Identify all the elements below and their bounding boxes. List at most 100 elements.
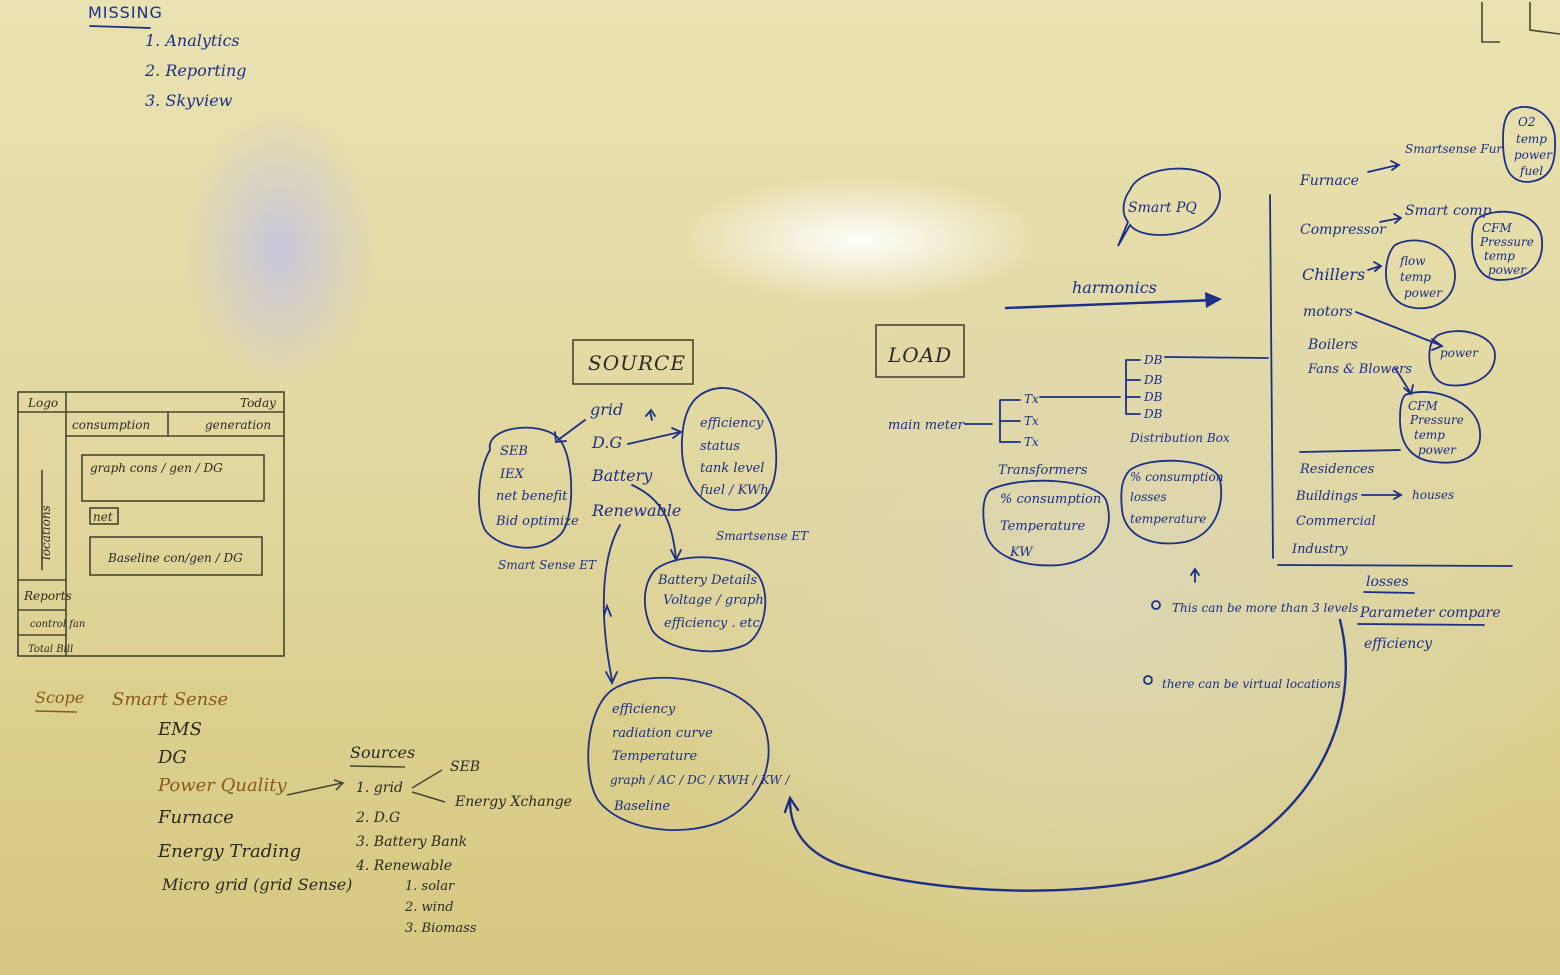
load-note-2: there can be virtual locations <box>1162 677 1341 691</box>
load-title-box <box>875 324 965 378</box>
equipment-boilers: Boilers <box>1307 337 1358 353</box>
grid-branch: SEB <box>450 759 480 775</box>
grid-blob <box>478 426 573 549</box>
compressor-blob-item: Pressure <box>1479 235 1534 249</box>
grid-blob-item: Bid optimize <box>495 514 579 529</box>
battery-blob <box>643 556 767 653</box>
equipment-furnace: Furnace <box>1299 173 1359 189</box>
motors-blob <box>1428 330 1496 387</box>
battery-blob-item: Battery Details <box>657 573 758 588</box>
dg-blob-item: status <box>700 439 740 454</box>
furnace-blob-item: temp <box>1516 132 1547 146</box>
wireframe-graph-label: graph cons / gen / DG <box>90 461 223 475</box>
scope-item: EMS <box>157 719 202 740</box>
sources-item: 2. D.G <box>355 810 400 826</box>
renewable-sub-item: 3. Biomass <box>405 921 477 936</box>
scope-list: Scope Smart Sense EMS DG Power Quality F… <box>35 688 352 894</box>
sources-list: Sources 1. grid 2. D.G 3. Battery Bank 4… <box>349 743 572 936</box>
furnace-blob <box>1502 105 1556 183</box>
transformer-item: Tx <box>1024 435 1039 449</box>
wireframe-tab-generation: generation <box>205 418 271 432</box>
harmonics-arrow <box>1004 298 1217 310</box>
renewable-sub-item: 1. solar <box>405 879 455 894</box>
chillers-blob <box>1385 239 1456 310</box>
harmonics-label: harmonics <box>1072 278 1157 297</box>
missing-item: 3. Skyview <box>145 91 233 110</box>
smart-pq-bubble <box>1117 167 1221 247</box>
db-item: DB <box>1143 353 1163 367</box>
scope-title: Smart Sense <box>112 689 228 710</box>
renewable-blob-item: Temperature <box>612 749 697 764</box>
equipment-motors: motors <box>1303 304 1353 320</box>
renewable-blob-item: efficiency <box>612 702 676 717</box>
fans-blob <box>1399 391 1481 464</box>
equipment-fans: Fans & Blowers <box>1307 362 1412 377</box>
grid-blob-label: Smart Sense ET <box>498 558 597 572</box>
transformers-blob-item: KW <box>1009 545 1034 560</box>
segment-item: Commercial <box>1296 514 1376 529</box>
outcome-item: efficiency <box>1364 636 1433 652</box>
scope-item: Energy Trading <box>157 841 301 862</box>
grid-blob-item: SEB <box>500 444 528 459</box>
sources-item: 4. Renewable <box>355 858 452 874</box>
dg-blob-item: efficiency <box>700 416 764 431</box>
missing-item: 2. Reporting <box>144 61 246 80</box>
transformers-blob-item: % consumption <box>1000 492 1101 507</box>
scope-label: Scope <box>35 688 84 707</box>
wireframe-logo: Logo <box>27 396 58 410</box>
furnace-blob-item: fuel <box>1519 164 1543 178</box>
compressor-product: Smart comp <box>1405 203 1492 219</box>
fans-blob-item: power <box>1418 443 1457 457</box>
source-title: SOURCE <box>588 351 686 375</box>
missing-list: MISSING 1. Analytics 2. Reporting 3. Sky… <box>88 3 246 110</box>
wireframe-total-bill: Total Bill <box>28 644 73 655</box>
sources-item: 1. grid <box>356 780 403 796</box>
source-section: SOURCE grid D.G Battery Renewable SEB IE… <box>478 339 809 831</box>
transformers-label: Transformers <box>998 463 1088 478</box>
source-node-renewable: Renewable <box>591 501 681 520</box>
distribution-blob-item: temperature <box>1130 512 1206 526</box>
outcome-item: losses <box>1366 574 1409 590</box>
harmonics-section: Smart PQ harmonics <box>1004 167 1222 310</box>
transformers-blob-item: Temperature <box>1000 519 1085 534</box>
renewable-blob <box>587 676 770 831</box>
equipment-chillers: Chillers <box>1302 265 1365 284</box>
db-item: DB <box>1143 390 1163 404</box>
load-note-1: This can be more than 3 levels <box>1172 601 1358 615</box>
compressor-blob-item: CFM <box>1482 221 1513 235</box>
scope-item: Micro grid (grid Sense) <box>161 875 352 894</box>
source-node-grid: grid <box>590 400 623 419</box>
equipment-section: Furnace Smartsense Fur O2 temp power fue… <box>1269 105 1556 567</box>
missing-item: 1. Analytics <box>145 31 240 50</box>
sources-item: 3. Battery Bank <box>356 834 467 850</box>
equipment-compressor: Compressor <box>1300 222 1387 238</box>
wireframe-today: Today <box>240 396 276 410</box>
grid-branch: Energy Xchange <box>454 794 572 810</box>
wireframe-reports: Reports <box>23 589 72 603</box>
distribution-label: Distribution Box <box>1129 431 1230 445</box>
wireframe-control: control fan <box>30 619 85 630</box>
distribution-blob-item: losses <box>1130 490 1167 504</box>
outcome-item: Parameter compare <box>1359 605 1501 621</box>
renewable-blob-item: Baseline <box>613 799 670 814</box>
furnace-blob-item: power <box>1514 148 1553 162</box>
wireframe-baseline-box <box>89 536 263 576</box>
scope-to-sources-arrow <box>286 782 343 796</box>
grid-blob-item: IEX <box>499 467 525 482</box>
renewable-blob-item: radiation curve <box>612 726 713 741</box>
compressor-blob <box>1471 210 1543 281</box>
wireframe-locations: locations <box>39 505 53 560</box>
segment-item: Residences <box>1299 462 1375 477</box>
db-item: DB <box>1143 407 1163 421</box>
wireframe-net-box <box>89 507 119 525</box>
scope-item: Furnace <box>157 807 234 828</box>
scope-item: Power Quality <box>157 775 287 796</box>
dg-blob-label: Smartsense ET <box>716 529 809 543</box>
wireframe-graph-box <box>81 454 265 502</box>
distribution-blob <box>1120 459 1223 545</box>
source-node-dg: D.G <box>591 433 622 452</box>
buildings-target: houses <box>1412 488 1454 502</box>
edge-scribble <box>1481 2 1560 43</box>
